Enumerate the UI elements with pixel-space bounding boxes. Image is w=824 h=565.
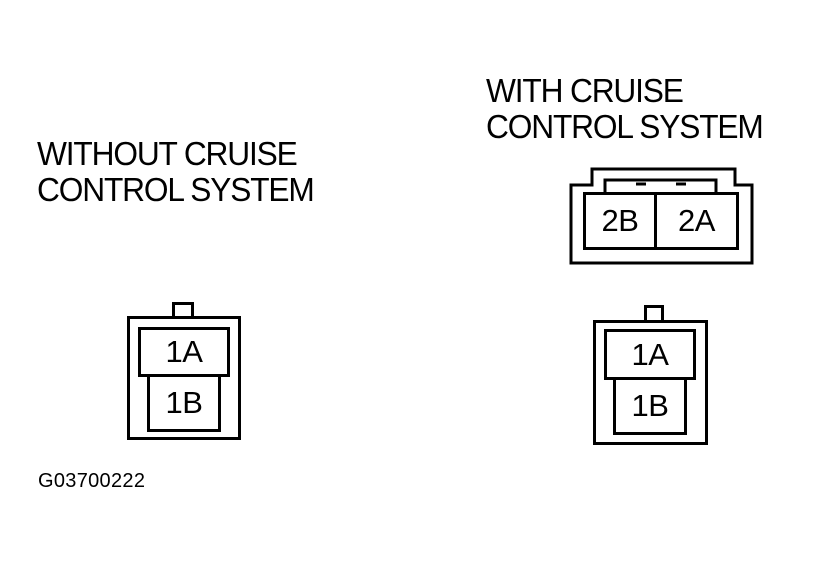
- heading-line-1: WITH CRUISE: [486, 72, 684, 109]
- heading-line-2: CONTROL SYSTEM: [486, 108, 764, 145]
- heading-with-cruise: WITH CRUISE CONTROL SYSTEM: [486, 72, 764, 145]
- terminal-2b: 2B: [583, 192, 657, 250]
- terminal-1b: 1B: [613, 377, 687, 435]
- heading-line-2: CONTROL SYSTEM: [37, 171, 315, 208]
- terminal-1b: 1B: [147, 374, 221, 432]
- heading-line-1: WITHOUT CRUISE: [37, 135, 298, 172]
- figure-code: G03700222: [38, 470, 146, 492]
- heading-without-cruise: WITHOUT CRUISE CONTROL SYSTEM: [37, 135, 315, 208]
- terminal-2a: 2A: [654, 192, 739, 250]
